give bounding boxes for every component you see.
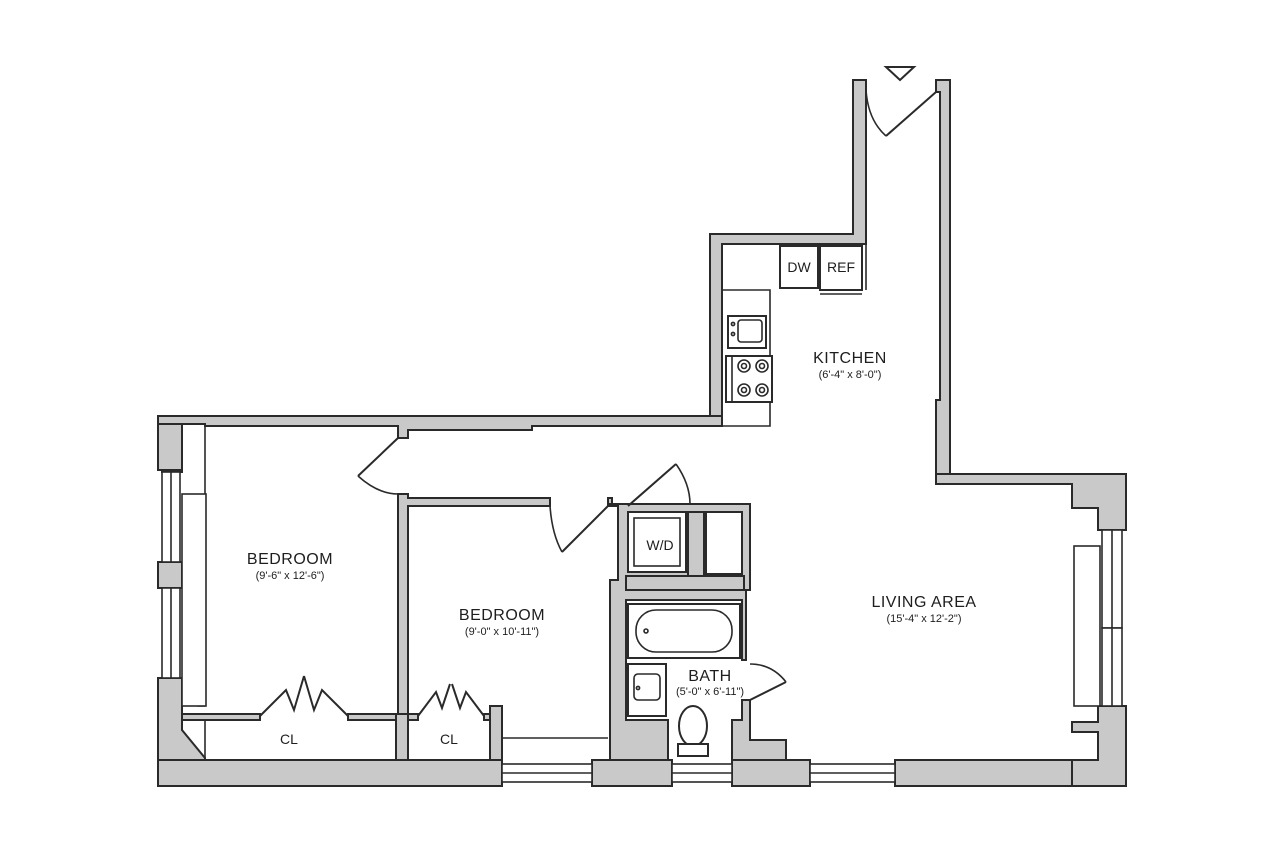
bed1-door-swing bbox=[357, 475, 399, 495]
bath-name: BATH bbox=[688, 668, 731, 685]
bedroom1-name: BEDROOM bbox=[247, 551, 333, 568]
wall-bath-divider bbox=[625, 575, 745, 591]
wall-bottom-exterior bbox=[157, 759, 503, 787]
living-area-dims: (15'-4" x 12'-2") bbox=[887, 613, 962, 625]
utility-door-swing bbox=[675, 463, 691, 505]
closet1-outline bbox=[204, 720, 397, 761]
closet1-bifold-left bbox=[259, 675, 305, 717]
closet1-label: CL bbox=[280, 731, 298, 747]
kitchen-inner-top bbox=[770, 243, 867, 290]
wall-closet-right-end bbox=[489, 705, 503, 761]
wall-closet-divider bbox=[395, 713, 409, 761]
bath-dims: (5'-0" x 6'-11") bbox=[676, 686, 744, 698]
closet2-outline bbox=[407, 720, 490, 761]
closet2-bifold-left bbox=[417, 683, 451, 717]
wall-wd-divider bbox=[687, 511, 705, 577]
wall-top-strip bbox=[157, 415, 723, 439]
dishwasher-label: DW bbox=[787, 259, 811, 275]
bed1-door-leaf bbox=[357, 437, 399, 477]
refrigerator bbox=[819, 245, 863, 291]
wall-bedroom-divider bbox=[397, 493, 551, 715]
refrigerator-label: REF bbox=[827, 259, 855, 275]
bath-fixtures: W/D bbox=[627, 511, 743, 757]
bedroom1-dims: (9'-6" x 12'-6") bbox=[256, 570, 325, 582]
entry-door-swing bbox=[865, 89, 887, 137]
bed2-door-swing bbox=[549, 505, 563, 553]
dishwasher bbox=[779, 245, 819, 289]
washer-dryer-label: W/D bbox=[646, 537, 673, 553]
doors bbox=[259, 89, 937, 717]
washer-dryer bbox=[627, 511, 687, 573]
window-living-sill bbox=[1073, 545, 1101, 707]
wall-left-mid-pier bbox=[157, 561, 183, 589]
entry-arrow-icon bbox=[883, 66, 917, 82]
wall-corridor-right bbox=[935, 79, 951, 475]
room-labels: KITCHEN (6'-4" x 8'-0") LIVING AREA (15'… bbox=[247, 350, 976, 747]
toilet-bowl bbox=[678, 705, 708, 747]
kitchen-fixtures: DW REF bbox=[725, 245, 863, 403]
wall-bottom-mid2 bbox=[731, 759, 811, 787]
toilet-tank bbox=[677, 743, 709, 757]
kitchen-name: KITCHEN bbox=[813, 350, 887, 367]
utility-closet bbox=[705, 511, 743, 575]
wall-right-bottom bbox=[1071, 705, 1127, 787]
closet2-label: CL bbox=[440, 731, 458, 747]
wall-bottom-mid bbox=[591, 759, 673, 787]
wall-closet-top-left bbox=[181, 713, 261, 721]
window-bed1-sill bbox=[181, 493, 207, 707]
wall-right-top bbox=[935, 473, 1127, 531]
bath-door-leaf bbox=[749, 681, 787, 701]
utility-door-leaf bbox=[627, 463, 677, 507]
entry-door-leaf bbox=[885, 91, 937, 137]
bath-door-swing bbox=[749, 663, 787, 683]
living-area-name: LIVING AREA bbox=[871, 594, 976, 611]
bedroom2-name: BEDROOM bbox=[459, 607, 545, 624]
kitchen-dims: (6'-4" x 8'-0") bbox=[819, 369, 882, 381]
windows bbox=[161, 471, 1123, 783]
closet2-bifold-right bbox=[451, 683, 485, 717]
bedroom2-dims: (9'-0" x 10'-11") bbox=[465, 626, 539, 638]
bed2-door-leaf bbox=[561, 505, 609, 553]
closet1-bifold-right bbox=[303, 675, 349, 717]
wall-bath-right bbox=[731, 699, 787, 761]
